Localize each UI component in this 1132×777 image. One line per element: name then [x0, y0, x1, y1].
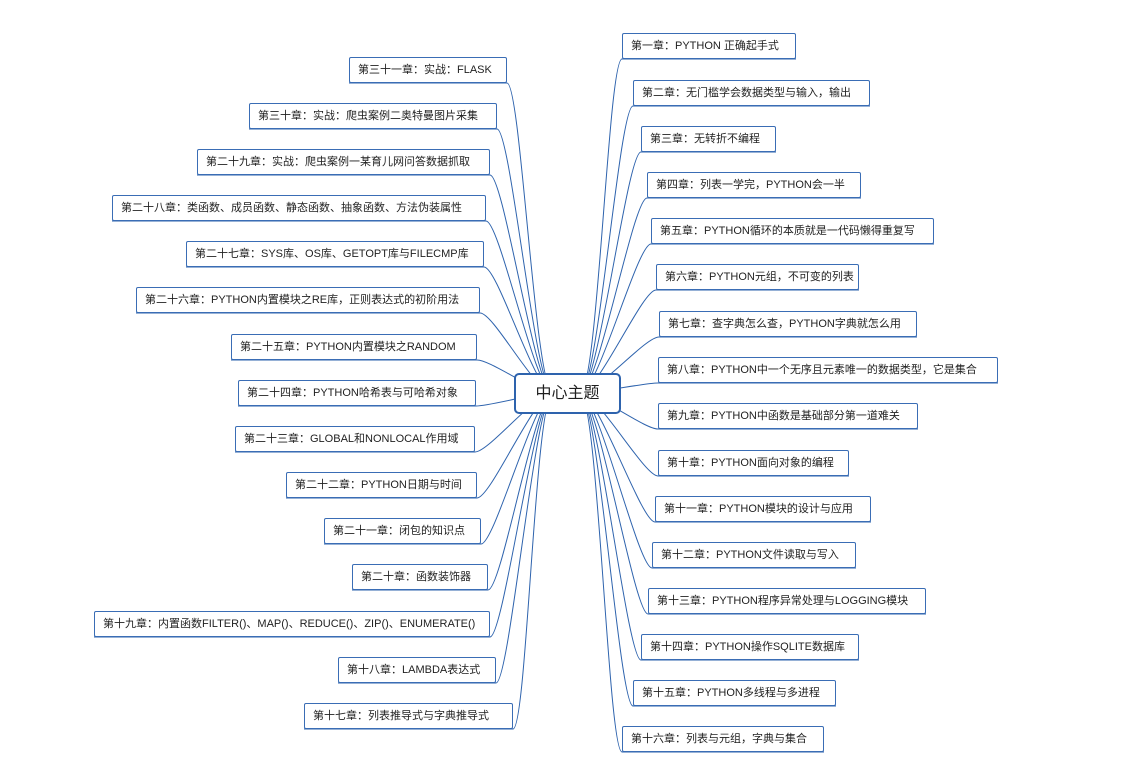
topic-node-right[interactable]: 第八章：PYTHON中一个无序且元素唯一的数据类型，它是集合: [658, 357, 998, 383]
topic-node-right[interactable]: 第七章：查字典怎么查，PYTHON字典就怎么用: [659, 311, 917, 337]
topic-node-right[interactable]: 第十章：PYTHON面向对象的编程: [658, 450, 849, 476]
topic-node-left[interactable]: 第二十九章：实战：爬虫案例一某育儿网问答数据抓取: [197, 149, 490, 175]
topic-node-left[interactable]: 第十八章：LAMBDA表达式: [338, 657, 496, 683]
topic-node-left[interactable]: 第十九章：内置函数FILTER()、MAP()、REDUCE()、ZIP()、E…: [94, 611, 490, 637]
connector-line: [579, 392, 859, 661]
topic-node-left[interactable]: 第三十章：实战：爬虫案例二奥特曼图片采集: [249, 103, 497, 129]
topic-node-left[interactable]: 第三十一章：实战：FLASK: [349, 57, 507, 83]
topic-node-left[interactable]: 第二十八章：类函数、成员函数、静态函数、抽象函数、方法伪装属性: [112, 195, 486, 221]
topic-node-left[interactable]: 第二十六章：PYTHON内置模块之RE库，正则表达式的初阶用法: [136, 287, 480, 313]
topic-node-right[interactable]: 第十四章：PYTHON操作SQLITE数据库: [641, 634, 859, 660]
topic-node-right[interactable]: 第九章：PYTHON中函数是基础部分第一道难关: [658, 403, 918, 429]
topic-node-left[interactable]: 第二十一章：闭包的知识点: [324, 518, 481, 544]
topic-node-right[interactable]: 第十六章：列表与元组，字典与集合: [622, 726, 824, 752]
topic-node-right[interactable]: 第十一章：PYTHON模块的设计与应用: [655, 496, 871, 522]
topic-node-left[interactable]: 第二十四章：PYTHON哈希表与可哈希对象: [238, 380, 476, 406]
center-topic[interactable]: 中心主题: [514, 373, 621, 414]
connector-line: [579, 382, 998, 394]
topic-node-left[interactable]: 第二十三章：GLOBAL和NONLOCAL作用域: [235, 426, 475, 452]
topic-node-right[interactable]: 第十三章：PYTHON程序异常处理与LOGGING模块: [648, 588, 926, 614]
topic-node-right[interactable]: 第二章：无门槛学会数据类型与输入，输出: [633, 80, 870, 106]
topic-node-right[interactable]: 第六章：PYTHON元组，不可变的列表: [656, 264, 859, 290]
topic-node-right[interactable]: 第四章：列表一学完，PYTHON会一半: [647, 172, 861, 198]
topic-node-right[interactable]: 第十二章：PYTHON文件读取与写入: [652, 542, 856, 568]
topic-node-right[interactable]: 第三章：无转折不编程: [641, 126, 776, 152]
topic-node-left[interactable]: 第二十二章：PYTHON日期与时间: [286, 472, 477, 498]
topic-node-right[interactable]: 第五章：PYTHON循环的本质就是一代码懒得重复写: [651, 218, 934, 244]
topic-node-left[interactable]: 第二十五章：PYTHON内置模块之RANDOM: [231, 334, 477, 360]
topic-node-right[interactable]: 第十五章：PYTHON多线程与多进程: [633, 680, 836, 706]
topic-node-left[interactable]: 第十七章：列表推导式与字典推导式: [304, 703, 513, 729]
topic-node-right[interactable]: 第一章：PYTHON 正确起手式: [622, 33, 796, 59]
topic-node-left[interactable]: 第二十七章：SYS库、OS库、GETOPT库与FILECMP库: [186, 241, 484, 267]
topic-node-left[interactable]: 第二十章：函数装饰器: [352, 564, 488, 590]
